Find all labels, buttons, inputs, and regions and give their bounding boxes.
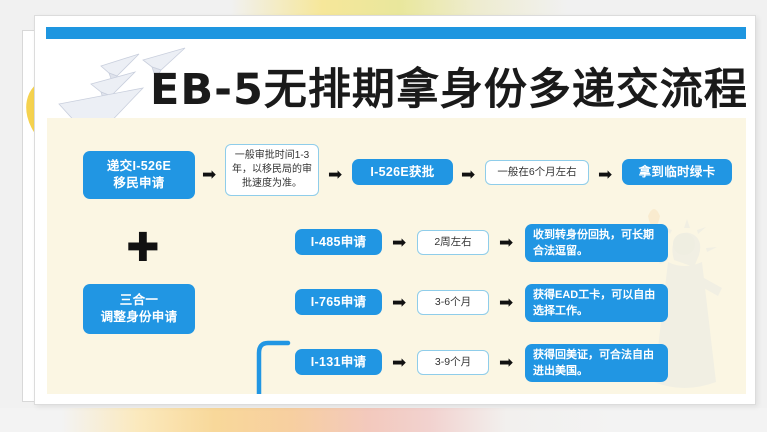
node-i526e-approved[interactable]: I-526E获批 (352, 159, 453, 185)
background-bottom-gradient (0, 408, 767, 432)
arrow-icon-b1-2: ➡ (499, 293, 514, 313)
note-i526e-processing-time: 一般审批时间1-3年，以移民局的审批速度为准。 (225, 144, 319, 196)
arrow-icon-b1-1: ➡ (392, 293, 407, 313)
note-branch-2-duration: 3-9个月 (417, 350, 489, 375)
header-accent-bar (46, 27, 746, 39)
page-title: EB-5无排期拿身份多递交流程 (150, 65, 748, 115)
node-three-in-one-line2: 调整身份申请 (100, 310, 178, 324)
result-branch-2[interactable]: 获得回美证，可合法自由进出美国。 (525, 344, 668, 382)
node-three-in-one-adjustment[interactable]: 三合一 调整身份申请 (83, 284, 195, 334)
result-branch-0[interactable]: 收到转身份回执，可长期合法逗留。 (525, 224, 668, 262)
arrow-icon-b0-2: ➡ (499, 233, 514, 253)
arrow-icon-b0-1: ➡ (392, 233, 407, 253)
node-three-in-one-line1: 三合一 (119, 293, 159, 307)
arrow-icon-r1-1: ➡ (202, 165, 217, 185)
note-six-months: 一般在6个月左右 (485, 160, 589, 185)
arrow-icon-b2-1: ➡ (392, 353, 407, 373)
node-branch-0-application[interactable]: I-485申请 (295, 229, 382, 255)
node-submit-i526e-line2: 移民申请 (113, 176, 165, 190)
curly-brace-icon (256, 340, 291, 394)
node-branch-2-application[interactable]: I-131申请 (295, 349, 382, 375)
arrow-icon-r1-4: ➡ (598, 165, 613, 185)
node-submit-i526e-line1: 递交I-526E (106, 159, 172, 173)
slide-card: EB-5无排期拿身份多递交流程 递交I-526E (34, 15, 756, 405)
plus-sign: ✚ (126, 225, 160, 271)
flow-panel: 递交I-526E 移民申请 ➡ 一般审批时间1-3年，以移民局的审批速度为准。 … (47, 118, 746, 394)
note-branch-0-duration: 2周左右 (417, 230, 489, 255)
arrow-icon-b2-2: ➡ (499, 353, 514, 373)
result-branch-1[interactable]: 获得EAD工卡，可以自由选择工作。 (525, 284, 668, 322)
node-branch-1-application[interactable]: I-765申请 (295, 289, 382, 315)
arrow-icon-r1-2: ➡ (328, 165, 343, 185)
node-submit-i526e[interactable]: 递交I-526E 移民申请 (83, 151, 195, 199)
note-branch-1-duration: 3-6个月 (417, 290, 489, 315)
arrow-icon-r1-3: ➡ (461, 165, 476, 185)
node-temporary-green-card[interactable]: 拿到临时绿卡 (622, 159, 732, 185)
